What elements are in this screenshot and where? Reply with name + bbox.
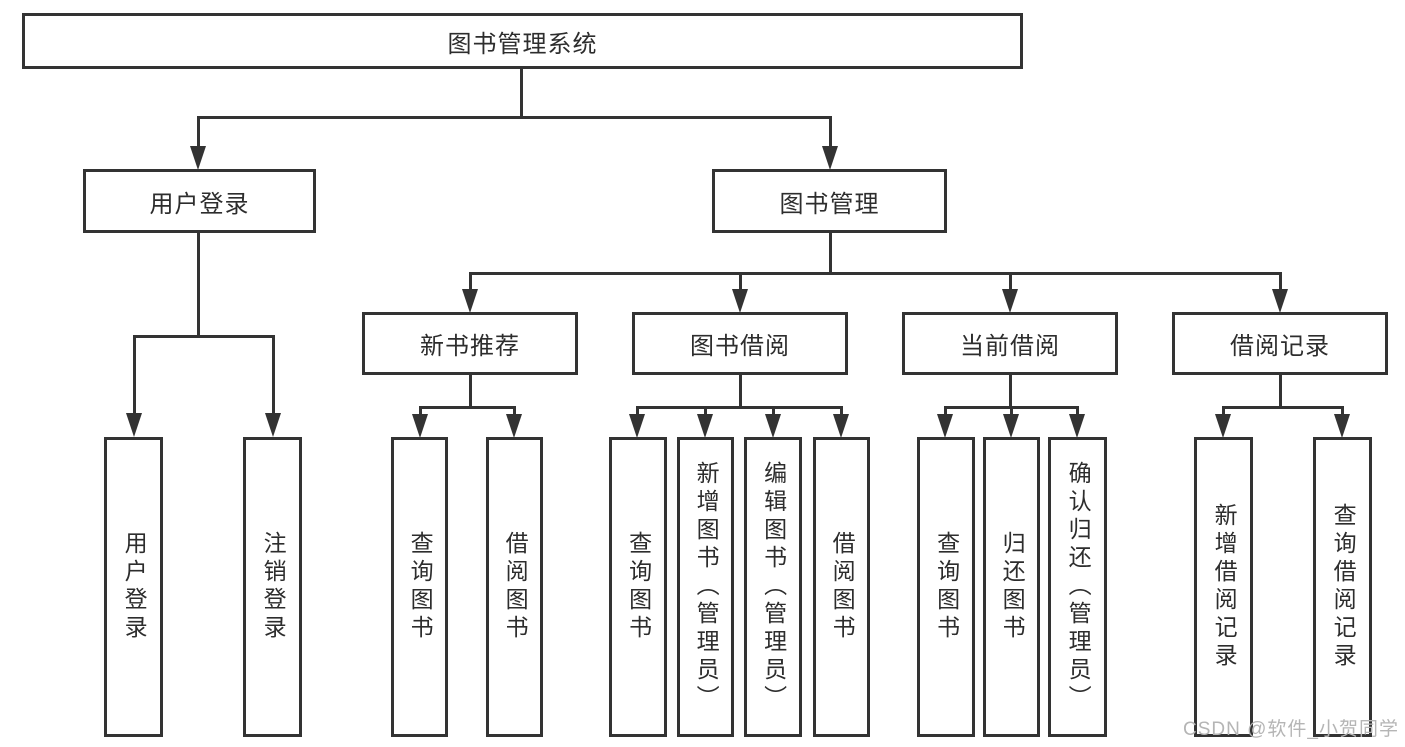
connector-line — [704, 406, 707, 416]
leaf-borrow-books-2: 借阅图书 — [813, 437, 870, 737]
connector-line — [1010, 406, 1013, 416]
connector-arrowhead — [629, 414, 645, 438]
connector-line — [636, 406, 639, 416]
connector-arrowhead — [126, 413, 142, 437]
connector-line — [829, 230, 832, 274]
connector-line — [469, 272, 472, 291]
leaf-add-borrow-record: 新增借阅记录 — [1194, 437, 1253, 737]
connector-line — [513, 406, 516, 416]
leaf-edit-book-admin: 编辑图书（管理员） — [744, 437, 802, 737]
connector-line — [944, 406, 947, 416]
leaf-label: 查询图书 — [407, 531, 434, 643]
leaf-user-login: 用户登录 — [104, 437, 163, 737]
connector-line — [739, 272, 742, 291]
connector-arrowhead — [1002, 289, 1018, 313]
connector-arrowhead — [1069, 414, 1085, 438]
leaf-label: 新增图书（管理员） — [693, 461, 720, 713]
connector-line — [133, 335, 136, 415]
leaf-label: 查询图书 — [625, 531, 652, 643]
connector-arrowhead — [412, 414, 428, 438]
node-new-book-recommendation: 新书推荐 — [362, 312, 578, 375]
leaf-label: 查询借阅记录 — [1330, 503, 1357, 671]
connector-arrowhead — [1272, 289, 1288, 313]
leaf-label: 注销登录 — [260, 531, 287, 643]
node-current-borrowing: 当前借阅 — [902, 312, 1118, 375]
leaf-query-borrow-record: 查询借阅记录 — [1313, 437, 1372, 737]
connector-line — [419, 406, 422, 416]
leaf-label: 借阅图书 — [829, 531, 856, 643]
connector-line — [1279, 272, 1282, 291]
connector-arrowhead — [1334, 414, 1350, 438]
connector-arrowhead — [822, 146, 838, 170]
connector-arrowhead — [765, 414, 781, 438]
leaf-label: 借阅图书 — [502, 531, 529, 643]
connector-line — [1341, 406, 1344, 416]
connector-arrowhead — [1003, 414, 1019, 438]
connector-line — [469, 272, 1281, 275]
leaf-query-books-1: 查询图书 — [391, 437, 448, 737]
leaf-label: 归还图书 — [999, 531, 1026, 643]
csdn-watermark: CSDN @软件_小贺同学 — [1183, 719, 1399, 740]
connector-arrowhead — [1215, 414, 1231, 438]
connector-line — [469, 373, 472, 408]
leaf-label: 编辑图书（管理员） — [760, 461, 787, 713]
connector-arrowhead — [833, 414, 849, 438]
connector-line — [829, 116, 832, 148]
leaf-label: 新增借阅记录 — [1211, 503, 1238, 671]
connector-line — [272, 335, 275, 415]
connector-arrowhead — [732, 289, 748, 313]
leaf-borrow-books-1: 借阅图书 — [486, 437, 543, 737]
leaf-label: 查询图书 — [933, 531, 960, 643]
connector-arrowhead — [506, 414, 522, 438]
connector-line — [1009, 373, 1012, 408]
leaf-label: 用户登录 — [121, 531, 148, 643]
connector-arrowhead — [937, 414, 953, 438]
leaf-add-book-admin: 新增图书（管理员） — [677, 437, 734, 737]
leaf-query-books-3: 查询图书 — [917, 437, 975, 737]
connector-arrowhead — [190, 146, 206, 170]
connector-line — [1076, 406, 1079, 416]
node-book-management: 图书管理 — [712, 169, 947, 233]
connector-line — [197, 230, 200, 337]
connector-line — [636, 406, 843, 409]
node-borrowing-records: 借阅记录 — [1172, 312, 1388, 375]
node-user-login: 用户登录 — [83, 169, 316, 233]
connector-arrowhead — [265, 413, 281, 437]
connector-arrowhead — [462, 289, 478, 313]
connector-line — [772, 406, 775, 416]
leaf-confirm-return-admin: 确认归还（管理员） — [1048, 437, 1107, 737]
connector-line — [197, 116, 831, 119]
connector-line — [1279, 373, 1282, 408]
connector-line — [739, 373, 742, 408]
leaf-logout: 注销登录 — [243, 437, 302, 737]
connector-line — [197, 116, 200, 148]
connector-line — [1009, 272, 1012, 291]
leaf-label: 确认归还（管理员） — [1065, 461, 1092, 713]
connector-arrowhead — [697, 414, 713, 438]
connector-line — [1222, 406, 1225, 416]
connector-line — [133, 335, 275, 338]
connector-line — [1222, 406, 1344, 409]
leaf-return-book: 归还图书 — [983, 437, 1040, 737]
connector-line — [419, 406, 516, 409]
node-library-management-system: 图书管理系统 — [22, 13, 1023, 69]
connector-line — [840, 406, 843, 416]
connector-line — [520, 66, 523, 118]
node-book-borrowing: 图书借阅 — [632, 312, 848, 375]
leaf-query-books-2: 查询图书 — [609, 437, 667, 737]
